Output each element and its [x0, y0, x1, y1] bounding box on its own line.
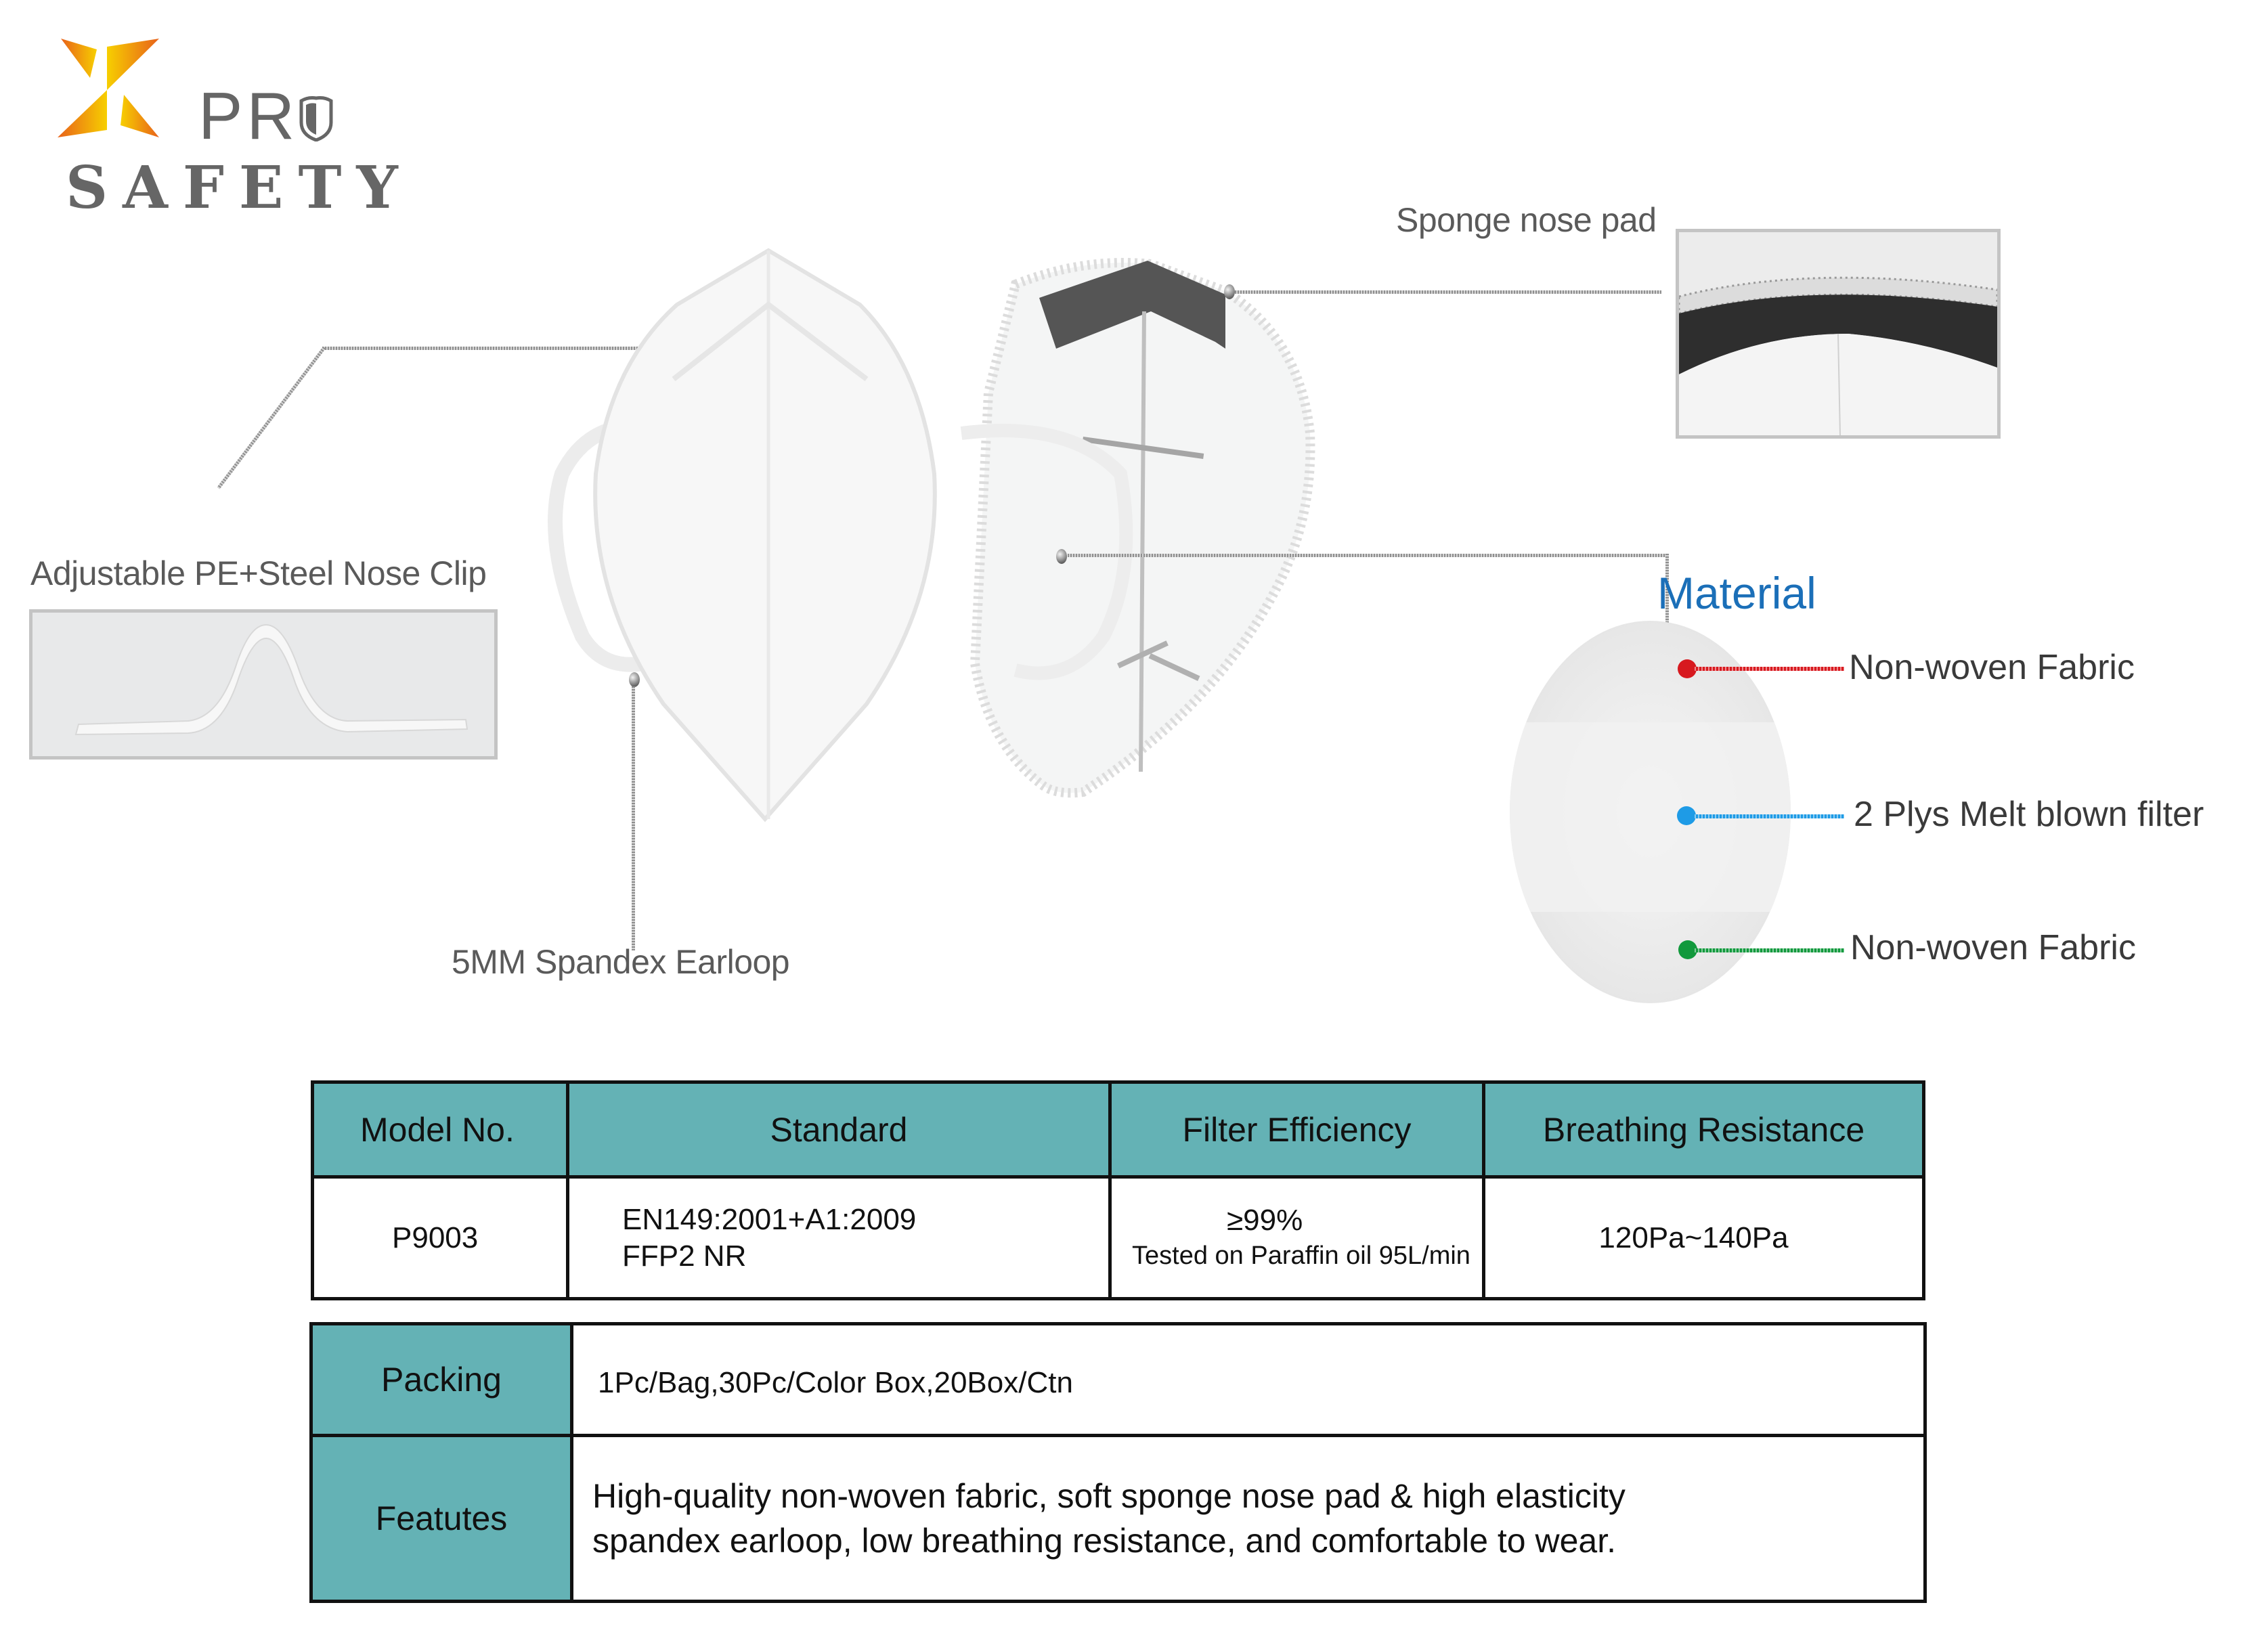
standard-line-2: FFP2 NR	[622, 1239, 747, 1273]
spec-table: Model No. Standard Filter Efficiency Bre…	[311, 1080, 1925, 1300]
x-mark-icon	[58, 39, 159, 137]
model-value: P9003	[311, 1175, 569, 1300]
nose-clip-photo	[29, 609, 498, 760]
outer-layer-label: Non-woven Fabric	[1849, 648, 2135, 687]
nose-clip-leader-diagonal	[217, 347, 326, 489]
nose-clip-image	[74, 623, 468, 736]
header-breathing-resistance: Breathing Resistance	[1482, 1080, 1925, 1179]
features-row: Featutes High-quality non-woven fabric, …	[309, 1434, 1927, 1603]
features-value: High-quality non-woven fabric, soft spon…	[570, 1434, 1927, 1603]
shield-icon	[299, 96, 333, 142]
nose-clip-label: Adjustable PE+Steel Nose Clip	[30, 554, 487, 592]
sponge-photo	[1676, 229, 2001, 439]
brand-pro-label: PR	[198, 79, 299, 153]
nose-clip-leader-line	[322, 347, 762, 350]
standard-line-1: EN149:2001+A1:2009	[622, 1202, 917, 1236]
earloop-pin	[629, 672, 640, 687]
features-line-1: High-quality non-woven fabric, soft spon…	[592, 1477, 1626, 1515]
sponge-leader-line	[1235, 290, 1661, 294]
brand-logo: PR SAFETY	[58, 37, 398, 222]
resistance-value: 120Pa~140Pa	[1482, 1175, 1925, 1300]
packing-value: 1Pc/Bag,30Pc/Color Box,20Box/Ctn	[570, 1322, 1927, 1437]
outer-layer-line	[1693, 667, 1844, 671]
efficiency-percent: ≥99%	[1227, 1203, 1303, 1237]
efficiency-note: Tested on Paraffin oil 95L/min	[1132, 1241, 1470, 1270]
material-pin	[1056, 549, 1067, 564]
header-filter-efficiency: Filter Efficiency	[1108, 1080, 1485, 1179]
fabric-swatch	[1510, 621, 1791, 1003]
brand-pro-text: PR	[198, 78, 334, 154]
brand-name: SAFETY	[66, 154, 413, 222]
material-leader-line	[1068, 554, 1669, 557]
header-model: Model No.	[311, 1080, 569, 1179]
standard-value: EN149:2001+A1:2009 FFP2 NR	[566, 1175, 1112, 1300]
packing-row: Packing 1Pc/Bag,30Pc/Color Box,20Box/Ctn	[309, 1322, 1927, 1437]
packing-label: Packing	[309, 1322, 573, 1437]
features-label: Featutes	[309, 1434, 573, 1603]
sponge-image	[1679, 232, 1997, 435]
header-standard: Standard	[566, 1080, 1112, 1179]
mask-image	[548, 248, 1315, 822]
earloop-label: 5MM Spandex Earloop	[452, 943, 790, 981]
features-line-2: spandex earloop, low breathing resistanc…	[592, 1522, 1617, 1560]
material-title: Material	[1657, 568, 1816, 618]
mask-illustration	[542, 230, 1476, 839]
efficiency-value: ≥99% Tested on Paraffin oil 95L/min	[1108, 1175, 1485, 1300]
filter-layer-label: 2 Plys Melt blown filter	[1854, 795, 2204, 834]
info-table: Packing 1Pc/Bag,30Pc/Color Box,20Box/Ctn…	[309, 1322, 1927, 1603]
material-leader-drop	[1665, 554, 1669, 625]
sponge-label: Sponge nose pad	[1396, 201, 1657, 239]
inner-layer-line	[1693, 948, 1844, 952]
filter-layer-line	[1693, 814, 1844, 818]
spec-data-row: P9003 EN149:2001+A1:2009 FFP2 NR ≥99% Te…	[311, 1175, 1925, 1300]
spec-header-row: Model No. Standard Filter Efficiency Bre…	[311, 1080, 1925, 1179]
sponge-pin	[1224, 284, 1235, 299]
earloop-leader-line	[632, 686, 635, 950]
inner-layer-label: Non-woven Fabric	[1850, 928, 2136, 967]
